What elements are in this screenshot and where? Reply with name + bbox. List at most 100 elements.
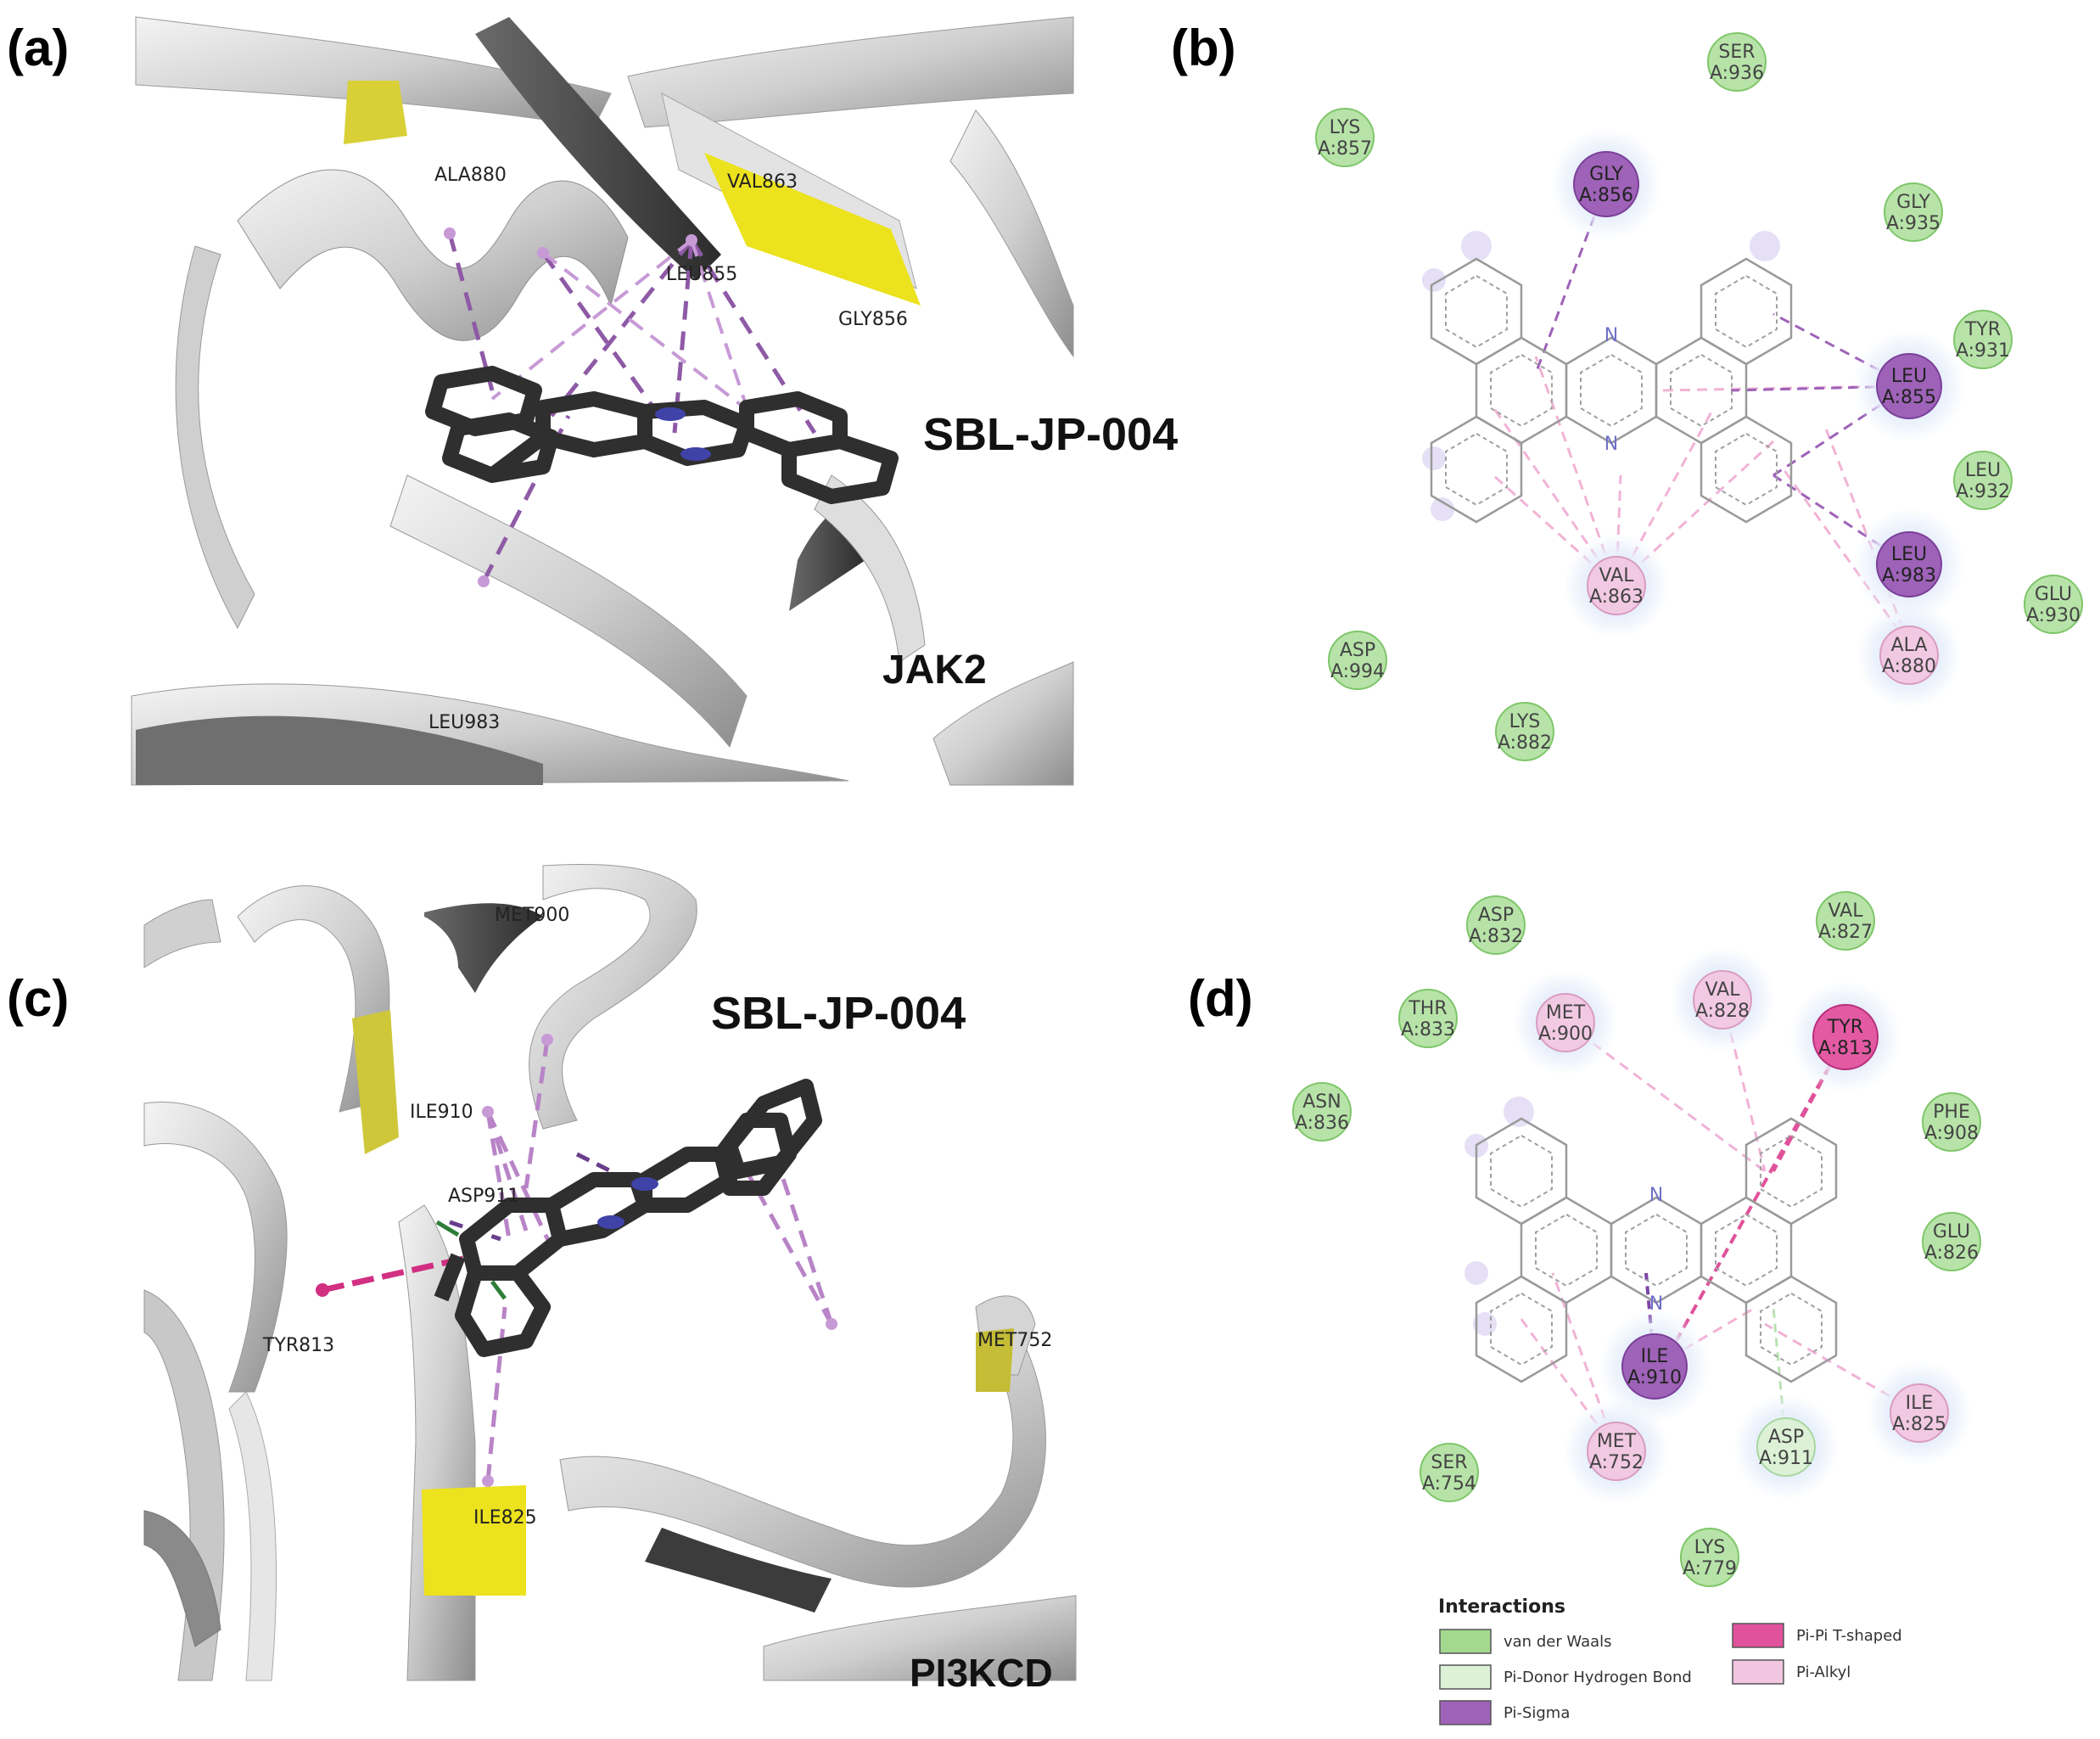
ligand-3d-a	[425, 366, 899, 504]
residue-name: LYS	[1694, 1537, 1726, 1558]
ring-nitrogen-bottom-d: N	[1649, 1293, 1663, 1315]
ribbon-highlight-yellow	[704, 153, 921, 306]
ligand-nitrogens-c	[597, 1177, 658, 1229]
legend-item: Pi-Pi T-shaped	[1732, 1623, 1902, 1648]
interaction-line	[1492, 474, 1618, 587]
panel-b-ring-inner	[1445, 274, 1778, 507]
interaction-line	[744, 1170, 834, 1326]
ligand-nitrogens	[655, 407, 711, 461]
interaction-lines-light	[490, 238, 757, 418]
residue-chain: A:826	[1924, 1243, 1979, 1264]
ring-nitrogen-top: N	[1604, 325, 1618, 346]
interaction-line	[1730, 384, 1910, 392]
ligand-name-c: SBL-JP-004	[711, 988, 966, 1039]
residue-disc	[1812, 1004, 1879, 1070]
residue-label-ile910: ILE910	[410, 1102, 473, 1123]
interaction-line	[1772, 1306, 1788, 1448]
residue-disc	[1922, 1212, 1981, 1271]
residue-disc	[1890, 1383, 1949, 1443]
residue-chain: A:857	[1318, 138, 1372, 160]
atom-sphere	[444, 227, 456, 239]
residue-disc	[1879, 625, 1939, 685]
interaction-line	[550, 238, 693, 418]
panel-d-ring-halos	[1464, 1097, 1534, 1336]
panel-d-ring-system	[1475, 1117, 1838, 1383]
atom-sphere	[482, 1106, 494, 1118]
residue-disc	[1587, 556, 1646, 615]
hbond-stub	[490, 1280, 507, 1300]
residue-label-val863: VAL863	[727, 171, 798, 193]
residue-name: TYR	[1827, 1017, 1863, 1038]
panel-d-ring-inner	[1490, 1134, 1823, 1366]
atom-sphere	[686, 234, 697, 246]
residue-chain: A:900	[1538, 1024, 1593, 1045]
interaction-line	[1517, 1315, 1618, 1452]
residue-disc	[1876, 353, 1942, 419]
residue-disc	[2024, 575, 2083, 634]
panel-label-d: (d)	[1188, 970, 1253, 1027]
interaction-endpoints-c	[316, 1034, 837, 1487]
ribbon-highlight-yellow	[352, 1010, 399, 1154]
residue-label-met752: MET752	[977, 1330, 1052, 1351]
residue-chain: A:855	[1882, 387, 1936, 408]
residue-chain: A:813	[1818, 1038, 1873, 1059]
residue-chain: A:932	[1956, 481, 2010, 502]
panel-b-ring-system	[1430, 257, 1793, 524]
residue-label-ala880: ALA880	[434, 165, 507, 186]
atom-sphere	[316, 1283, 329, 1297]
panel-label-a: (a)	[7, 20, 70, 76]
residue-name: VAL	[1599, 565, 1635, 586]
residue-chain: A:935	[1886, 213, 1940, 234]
legend-swatch	[1732, 1623, 1784, 1648]
residue-name: LYS	[1330, 117, 1361, 138]
legend-label: Pi-Pi T-shaped	[1796, 1627, 1902, 1645]
residue-name: ALA	[1891, 635, 1928, 656]
residue-chain: A:910	[1627, 1367, 1682, 1388]
panel-d-diagram: N N ASPA:832VALA:827THRA:833META:900VALA…	[1292, 891, 1981, 1587]
residue-name: ILE	[1641, 1346, 1669, 1367]
residue-name: ASN	[1302, 1091, 1341, 1113]
ribbon-strand	[143, 899, 221, 968]
residue-chain: A:994	[1330, 661, 1385, 682]
panel-label-b: (b)	[1171, 20, 1236, 76]
atom-sphere	[478, 575, 490, 587]
residue-label-met900: MET900	[495, 905, 569, 926]
residue-chain: A:827	[1818, 922, 1873, 943]
residue-name: VAL	[1828, 900, 1864, 922]
residue-name: MET	[1546, 1002, 1586, 1024]
residue-chain: A:828	[1695, 1001, 1750, 1022]
residue-label-gly856: GLY856	[838, 309, 908, 330]
interaction-line	[485, 1111, 512, 1240]
ligand-3d-c	[434, 1079, 822, 1357]
residue-disc	[1953, 451, 2013, 510]
legend-label: Pi-Donor Hydrogen Bond	[1504, 1669, 1692, 1686]
residue-name: ILE	[1906, 1393, 1934, 1414]
legend-item: Pi-Alkyl	[1732, 1659, 1851, 1685]
residue-disc	[1573, 151, 1639, 217]
residue-disc	[1680, 1528, 1739, 1587]
residue-label-ile825: ILE825	[473, 1507, 537, 1529]
ribbon-highlight-yellow	[422, 1485, 526, 1596]
legend-item: van der Waals	[1439, 1629, 1612, 1654]
interaction-line	[1670, 1036, 1847, 1350]
panel-c-structure: MET900 ILE910 ASP911 TYR813 ILE825 MET75…	[143, 857, 1077, 1695]
residue-name: PHE	[1933, 1102, 1970, 1123]
atom-sphere	[541, 1034, 553, 1046]
ribbon-strand-dark	[645, 1528, 832, 1613]
residue-name: GLU	[2035, 584, 2072, 605]
residue-label-leu855: LEU855	[666, 264, 737, 285]
residue-disc	[1884, 182, 1943, 242]
